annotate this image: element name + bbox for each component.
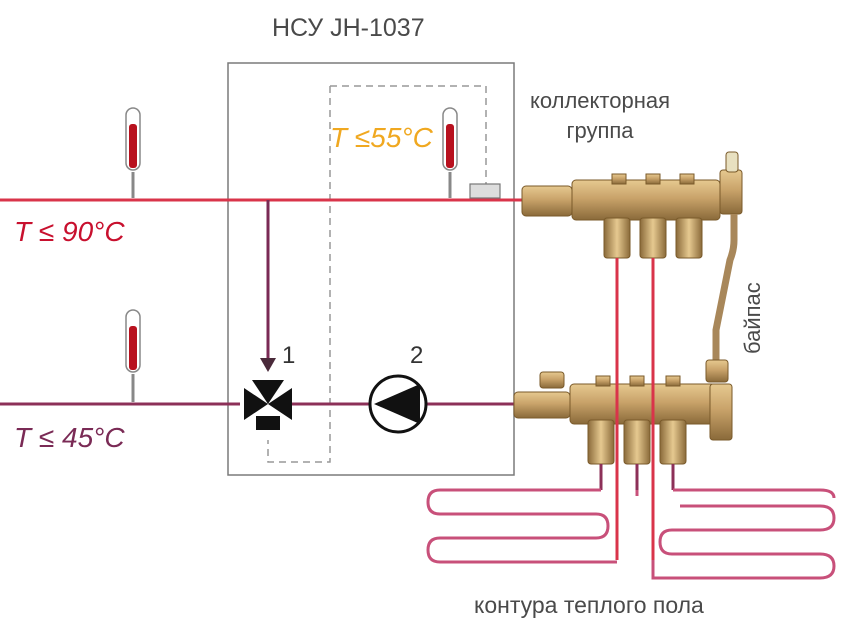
- pump-icon: [368, 374, 428, 434]
- secondary-circuit-dashed: [267, 85, 487, 463]
- bypass-label: байпас: [740, 282, 765, 354]
- bypass-pipe: [712, 214, 738, 372]
- unit-title: НСУ JH-1037: [272, 14, 425, 42]
- manifold-group-label: коллекторная группа: [530, 86, 670, 146]
- manifold-label-line1: коллекторная: [530, 88, 671, 113]
- supply-manifold: [521, 151, 743, 259]
- thermometer-icon: [125, 107, 141, 198]
- valve-number: 1: [282, 342, 296, 369]
- pump-number: 2: [410, 342, 424, 369]
- thermometer-icon: [442, 107, 458, 198]
- temperature-sensor: [469, 183, 501, 199]
- floor-loops-label: контура теплого пола: [474, 592, 704, 618]
- mixing-valve-icon: [244, 380, 292, 430]
- floor-heating-loops: [426, 258, 836, 580]
- manifold-label-line2: группа: [566, 118, 634, 143]
- return-manifold: [513, 371, 733, 465]
- mixing-unit-box: [227, 62, 515, 476]
- flow-arrow: [260, 358, 276, 372]
- return-temp-label: T ≤ 45°C: [14, 422, 125, 453]
- bypass-valve: [705, 359, 729, 383]
- thermometer-icon: [125, 309, 141, 402]
- mix-limit-label: T ≤55°C: [330, 122, 433, 153]
- supply-temp-label: T ≤ 90°C: [14, 216, 125, 247]
